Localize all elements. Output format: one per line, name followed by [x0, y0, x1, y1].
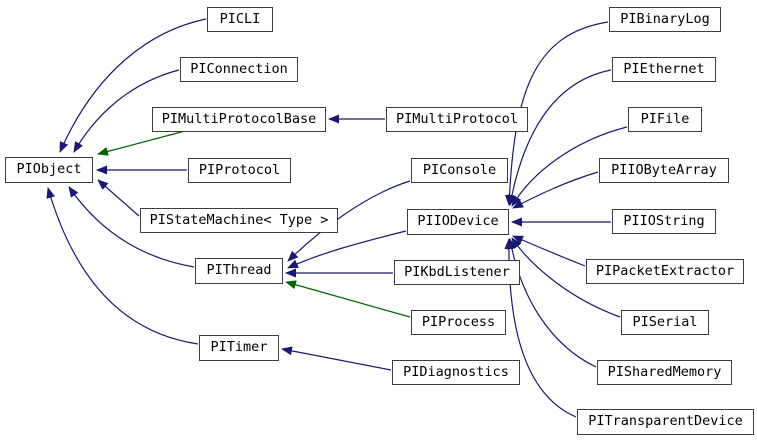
node-picli: PICLI — [207, 7, 273, 32]
edge-piconnection-to-piobject — [73, 69, 180, 153]
edge-piethernet-to-piiodevice — [507, 69, 612, 206]
edge-pithread-to-piobject — [68, 186, 195, 268]
edge-picli-to-piobject — [59, 18, 207, 153]
edge-piserial-to-piiodevice — [511, 237, 621, 318]
node-piobject: PIObject — [5, 157, 93, 183]
node-pistatemachine: PIStateMachine< Type > — [140, 208, 338, 233]
node-pimultiprotocolbase: PIMultiProtocolBase — [152, 107, 326, 132]
node-piserial: PISerial — [621, 310, 709, 335]
node-piprotocol: PIProtocol — [188, 158, 291, 183]
node-piprocess: PIProcess — [411, 310, 506, 335]
node-piethernet: PIEthernet — [612, 57, 716, 82]
node-pibinarylog: PIBinaryLog — [609, 7, 721, 32]
edge-pimultiprotocolbase-to-piobject — [97, 130, 186, 156]
node-pikbdlistener: PIKbdListener — [394, 260, 520, 285]
edge-pisharedmemory-to-piiodevice — [507, 238, 597, 368]
edge-pifile-to-piiodevice — [511, 126, 628, 207]
node-pifile: PIFile — [628, 107, 702, 132]
node-pitimer: PITimer — [199, 335, 279, 361]
edge-pistatemachine-to-piobject — [97, 179, 140, 217]
edge-pipacketextractor-to-piiodevice — [512, 235, 586, 267]
edge-piiodevice-to-pithread — [287, 230, 407, 269]
node-pimultiprotocol: PIMultiProtocol — [386, 107, 528, 132]
node-piconsole: PIConsole — [411, 158, 508, 183]
node-pisharedmemory: PISharedMemory — [597, 360, 732, 385]
edge-pitimer-to-piobject — [46, 187, 199, 345]
edge-pidiagnostics-to-pitimer — [281, 346, 392, 371]
node-piiobytearray: PIIOByteArray — [599, 158, 729, 183]
edge-piconsole-to-pithread — [287, 180, 411, 262]
node-pidiagnostics: PIDiagnostics — [392, 360, 520, 385]
edge-piiobytearray-to-piiodevice — [512, 171, 599, 209]
node-piiodevice: PIIODevice — [407, 209, 509, 235]
node-piconnection: PIConnection — [180, 57, 298, 82]
node-pithread: PIThread — [195, 258, 283, 284]
node-piiostring: PIIOString — [612, 209, 716, 234]
node-pipacketextractor: PIPacketExtractor — [586, 259, 744, 284]
node-pitransparentdevice: PITransparentDevice — [577, 409, 754, 435]
edge-pibinarylog-to-piiodevice — [504, 21, 609, 206]
edge-piprocess-to-pithread — [285, 280, 411, 318]
